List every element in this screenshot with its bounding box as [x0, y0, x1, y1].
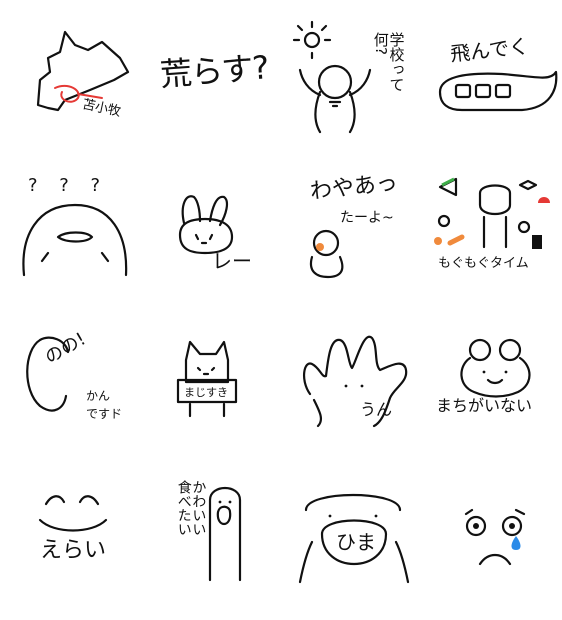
- sticker-kawaii[interactable]: かわいい 食べたい: [150, 470, 290, 620]
- erai-text: えらい: [40, 538, 107, 563]
- ghost-drawing: [22, 203, 128, 277]
- sad-face-drawing: [464, 508, 526, 566]
- sticker-frog[interactable]: まちがいない: [432, 320, 562, 470]
- wayaa-line-2: たーよ~: [340, 210, 394, 226]
- rabbit-drawing: [178, 195, 234, 255]
- gakkou-figure-drawing: [292, 20, 372, 134]
- hand-drawing: [303, 335, 408, 428]
- sticker-erai[interactable]: えらい: [10, 470, 150, 620]
- kawaii-figure-drawing: [208, 486, 242, 582]
- sticker-rabbit[interactable]: レー: [150, 165, 290, 315]
- sticker-face-nono[interactable]: のの! かん ですド: [10, 320, 150, 470]
- nono-desudo: ですド: [86, 407, 123, 421]
- sticker-tondeku[interactable]: 飛んでく: [432, 10, 562, 160]
- nono-kan: かん: [86, 389, 111, 403]
- sticker-hokkaido[interactable]: 苫小牧: [10, 10, 150, 160]
- question-marks: ? ? ?: [28, 175, 109, 196]
- hokkaido-map-drawing: [36, 30, 130, 112]
- sticker-hand[interactable]: うん: [290, 320, 430, 470]
- gakkou-text: 学校って 何?: [371, 32, 406, 92]
- hima-drawing: [298, 493, 410, 584]
- hand-text: うん: [360, 400, 393, 419]
- sticker-cat-sign[interactable]: まじすき: [150, 320, 290, 470]
- erai-face-drawing: [38, 495, 108, 532]
- face-drawing: [26, 336, 70, 412]
- sticker-arasu[interactable]: 荒らす?: [150, 10, 290, 160]
- frog-text: まちがいない: [436, 396, 533, 415]
- sticker-gakkou[interactable]: 学校って 何?: [290, 10, 430, 160]
- mogumogu-drawing: [434, 177, 550, 249]
- kawaii-text: かわいい 食べたい: [175, 480, 207, 536]
- sticker-mogumogu[interactable]: もぐもぐタイム: [432, 165, 562, 315]
- cat-sign-text: まじすき: [184, 386, 228, 399]
- sticker-hima[interactable]: ひま: [290, 470, 430, 620]
- kawaii-line-2: 食べたい: [175, 480, 192, 536]
- sticker-wayaa[interactable]: わやあっ たーよ~: [290, 165, 430, 315]
- sticker-sad[interactable]: [432, 470, 562, 620]
- arasu-text: 荒らす?: [158, 48, 270, 94]
- frog-drawing: [460, 338, 531, 398]
- mogumogu-text: もぐもぐタイム: [438, 256, 529, 271]
- hima-text: ひま: [336, 530, 376, 554]
- cat-drawing: [176, 340, 238, 418]
- gakkou-line-1: 学校って: [387, 32, 406, 92]
- rabbit-text: レー: [212, 249, 252, 273]
- gakkou-line-2: 何?: [371, 32, 390, 55]
- small-person-drawing: [309, 229, 344, 279]
- sticker-question-ghost[interactable]: ? ? ?: [10, 165, 150, 315]
- plane-drawing: [438, 70, 558, 112]
- kawaii-line-1: かわいい: [190, 480, 207, 536]
- sticker-grid: 苫小牧 荒らす? 学校って 何? 飛んでく ? ? ?: [10, 10, 562, 584]
